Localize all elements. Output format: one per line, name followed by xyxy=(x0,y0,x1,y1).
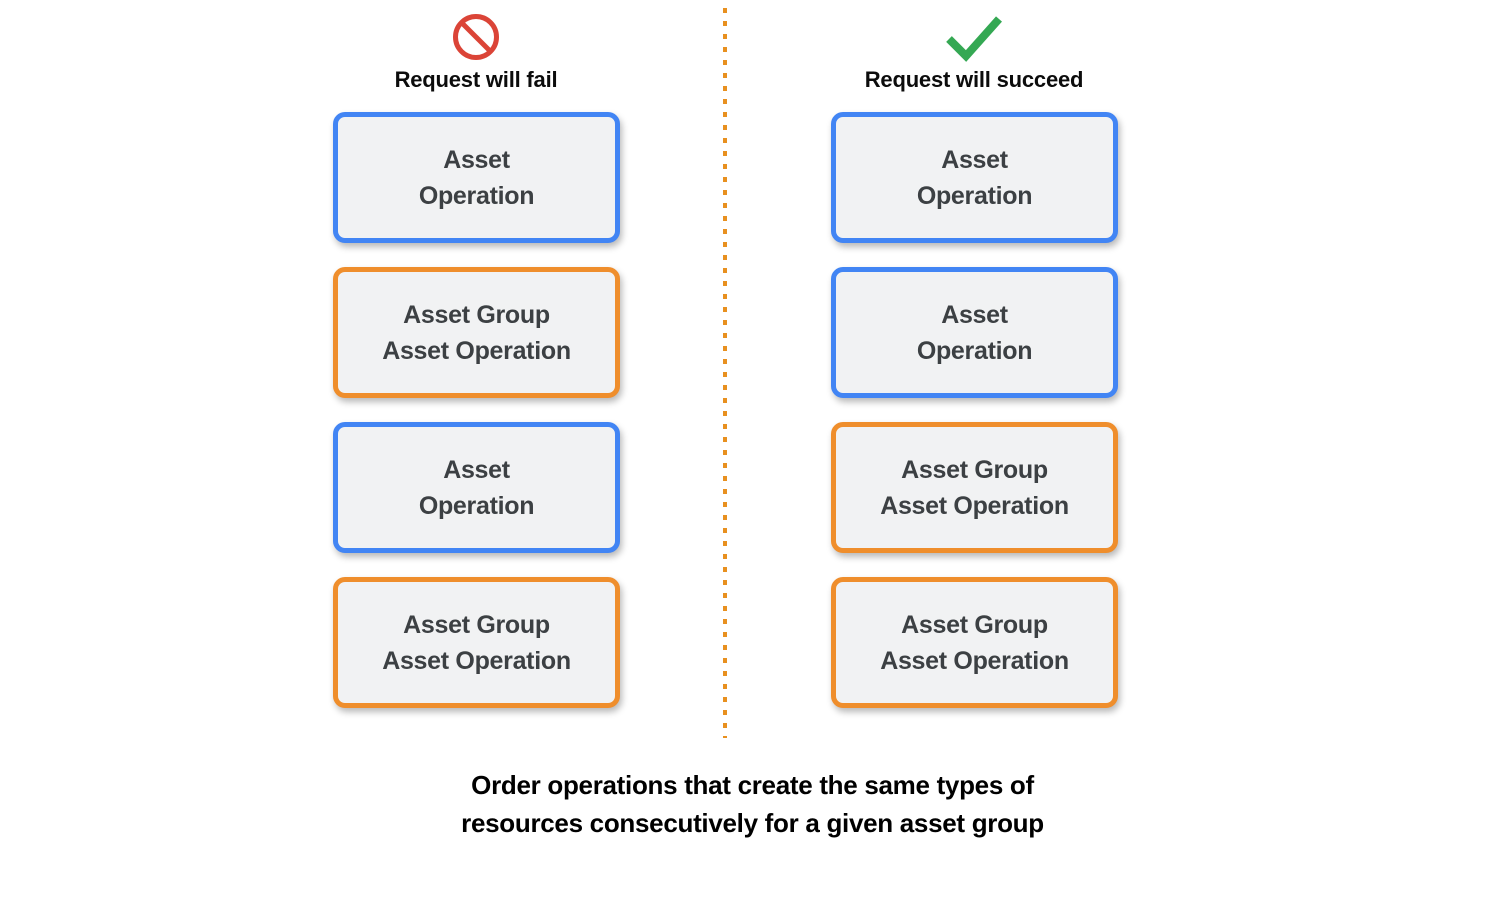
operation-box-label: Asset Operation xyxy=(916,145,1033,210)
operation-list-fail: Asset Operation Asset Group Asset Operat… xyxy=(333,112,620,732)
vertical-dotted-divider xyxy=(723,8,727,738)
operation-box-label: Asset Operation xyxy=(418,145,535,210)
operation-box[interactable]: Asset Operation xyxy=(831,267,1118,398)
operation-box[interactable]: Asset Group Asset Operation xyxy=(831,422,1118,553)
operation-box-label: Asset Operation xyxy=(418,455,535,520)
operation-box[interactable]: Asset Group Asset Operation xyxy=(333,577,620,708)
operation-box[interactable]: Asset Group Asset Operation xyxy=(333,267,620,398)
column-header-fail: Request will fail xyxy=(326,8,626,94)
operation-box[interactable]: Asset Group Asset Operation xyxy=(831,577,1118,708)
column-header-label-succeed: Request will succeed xyxy=(864,67,1084,92)
operation-box-label: Asset Operation xyxy=(916,300,1033,365)
operation-box-label: Asset Group Asset Operation xyxy=(382,300,571,365)
operation-box[interactable]: Asset Operation xyxy=(831,112,1118,243)
checkmark-icon xyxy=(824,8,1124,66)
operation-box-label: Asset Group Asset Operation xyxy=(880,610,1069,675)
operation-list-succeed: Asset Operation Asset Operation Asset Gr… xyxy=(831,112,1118,732)
diagram-caption: Order operations that create the same ty… xyxy=(461,770,1044,838)
column-header-label-fail: Request will fail xyxy=(394,67,558,92)
prohibition-icon xyxy=(326,8,626,66)
operation-box[interactable]: Asset Operation xyxy=(333,112,620,243)
operation-box-label: Asset Group Asset Operation xyxy=(880,455,1069,520)
column-header-succeed: Request will succeed xyxy=(824,8,1124,94)
operation-box-label: Asset Group Asset Operation xyxy=(382,610,571,675)
operation-box[interactable]: Asset Operation xyxy=(333,422,620,553)
